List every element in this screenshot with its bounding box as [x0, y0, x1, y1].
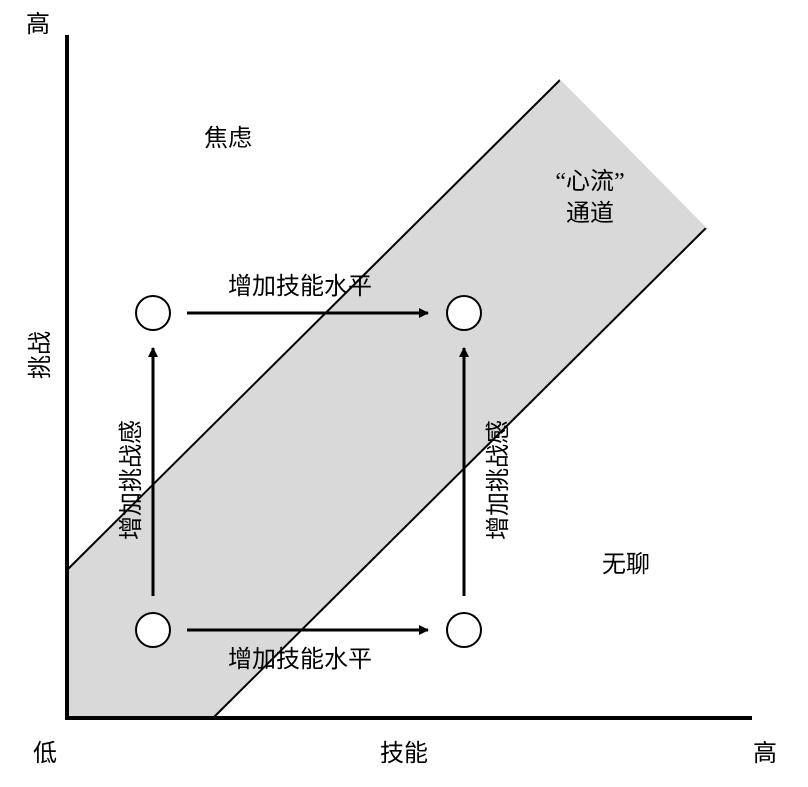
boredom-region-label: 无聊 — [602, 551, 650, 578]
increase-skill-label-top: 增加技能水平 — [228, 273, 372, 300]
flow-channel-lower-boundary — [212, 227, 707, 719]
state-circle-top-right — [446, 295, 482, 331]
increase-challenge-label-right: 增加挑战感 — [485, 420, 512, 540]
flow-channel-label-line2: 通道 — [566, 200, 614, 227]
x-axis-high-label: 高 — [753, 740, 777, 767]
y-axis-label: 挑战 — [27, 331, 54, 379]
increase-challenge-label-left: 增加挑战感 — [118, 420, 145, 540]
flow-channel-label-line1: “心流” — [555, 168, 624, 195]
y-axis-high-label: 高 — [26, 11, 50, 38]
flow-channel-top-edge — [559, 79, 707, 229]
anxiety-region-label: 焦虑 — [204, 125, 252, 152]
flow-channel-band — [67, 80, 706, 718]
x-axis-label: 技能 — [380, 740, 428, 767]
increase-skill-label-bottom: 增加技能水平 — [228, 646, 372, 673]
flow-channel-upper-boundary — [66, 79, 561, 571]
state-circle-bottom-right — [446, 612, 482, 648]
state-circle-top-left — [135, 295, 171, 331]
state-circle-bottom-left — [135, 612, 171, 648]
x-axis-low-label: 低 — [33, 740, 57, 767]
